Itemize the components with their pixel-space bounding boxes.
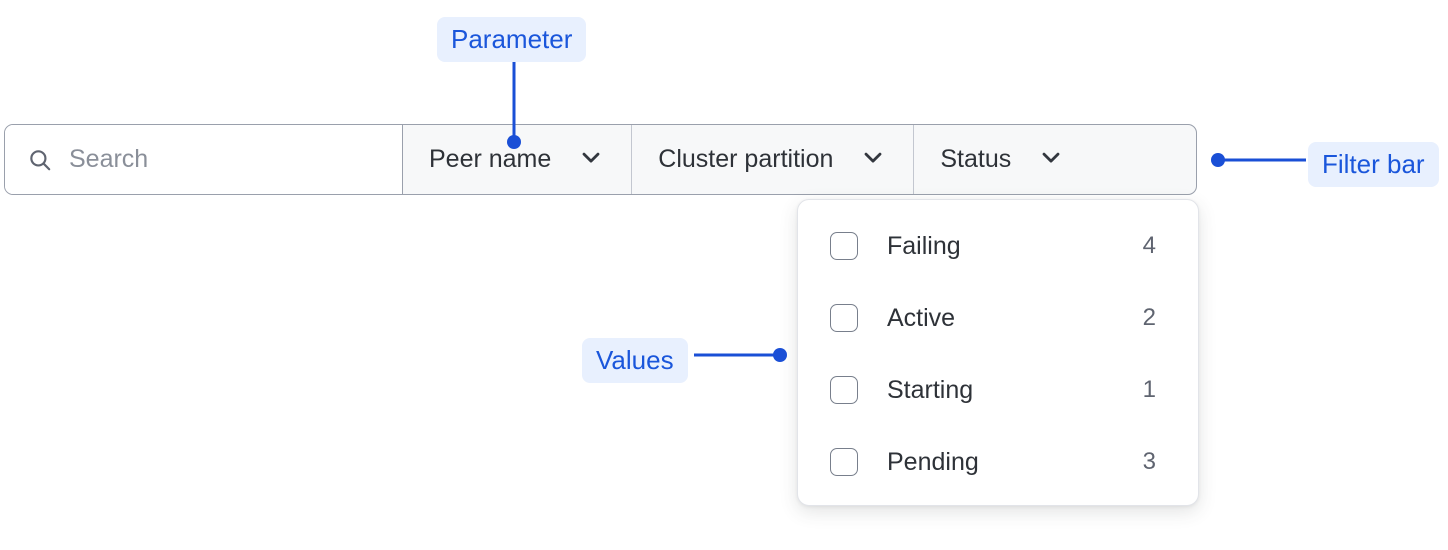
leader-dot-filter-bar [1211,153,1225,167]
option-count: 4 [1142,232,1156,259]
list-item[interactable]: Starting 1 [798,364,1198,416]
status-dropdown-label: Status [940,145,1012,173]
leader-dot-values [773,348,787,362]
search-icon [27,147,53,173]
checkbox-active[interactable] [830,304,858,332]
chevron-down-icon [859,143,887,176]
cluster-partition-dropdown[interactable]: Cluster partition [632,125,915,194]
cluster-partition-dropdown-label: Cluster partition [658,145,834,173]
list-item[interactable]: Pending 3 [798,436,1198,488]
checkbox-failing[interactable] [830,232,858,260]
search-input[interactable] [69,145,369,174]
option-label: Starting [887,375,974,404]
annotation-label-filter-bar: Filter bar [1308,142,1439,187]
option-label: Failing [887,231,961,260]
annotation-label-values: Values [582,338,688,383]
filter-bar: Peer name Cluster partition Status [4,124,1197,195]
list-item[interactable]: Active 2 [798,292,1198,344]
chevron-down-icon [577,143,605,176]
annotation-label-parameter: Parameter [437,17,587,62]
option-count: 1 [1142,376,1156,403]
search-field[interactable] [5,125,403,194]
chevron-down-icon [1037,143,1065,176]
option-label: Active [887,303,956,332]
checkbox-pending[interactable] [830,448,858,476]
option-count: 3 [1142,448,1156,475]
list-item[interactable]: Failing 4 [798,220,1198,272]
option-label: Pending [887,447,979,476]
checkbox-starting[interactable] [830,376,858,404]
peer-name-dropdown-label: Peer name [429,145,552,173]
status-dropdown-trigger[interactable]: Status [914,125,1092,194]
status-dropdown-options: Failing 4 Active 2 Starting 1 Pending 3 [797,199,1199,506]
option-count: 2 [1142,304,1156,331]
peer-name-dropdown[interactable]: Peer name [403,125,633,194]
